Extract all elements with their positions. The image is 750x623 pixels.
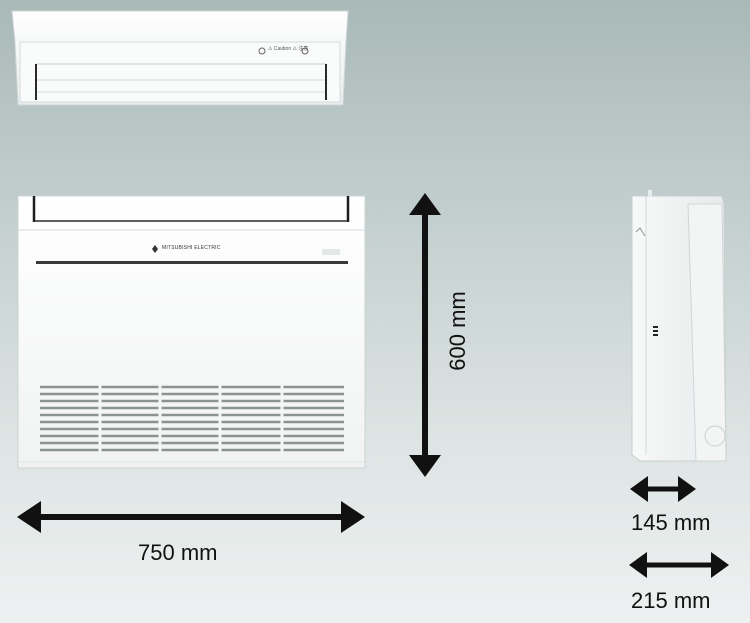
height-arrow [409,193,441,477]
depth-max-arrow [629,552,729,578]
depth-max-label: 215 mm [631,588,711,613]
width-arrow [17,501,365,533]
depth-min-label: 145 mm [631,510,711,535]
width-label: 750 mm [138,540,218,565]
brand-logo: MITSUBISHI ELECTRIC [162,245,221,251]
front-grille [40,385,344,452]
caution-label: ⚠ Caution ⚠ 注意 [268,46,309,52]
height-label: 600 mm [445,291,470,371]
depth-min-arrow [630,476,696,502]
